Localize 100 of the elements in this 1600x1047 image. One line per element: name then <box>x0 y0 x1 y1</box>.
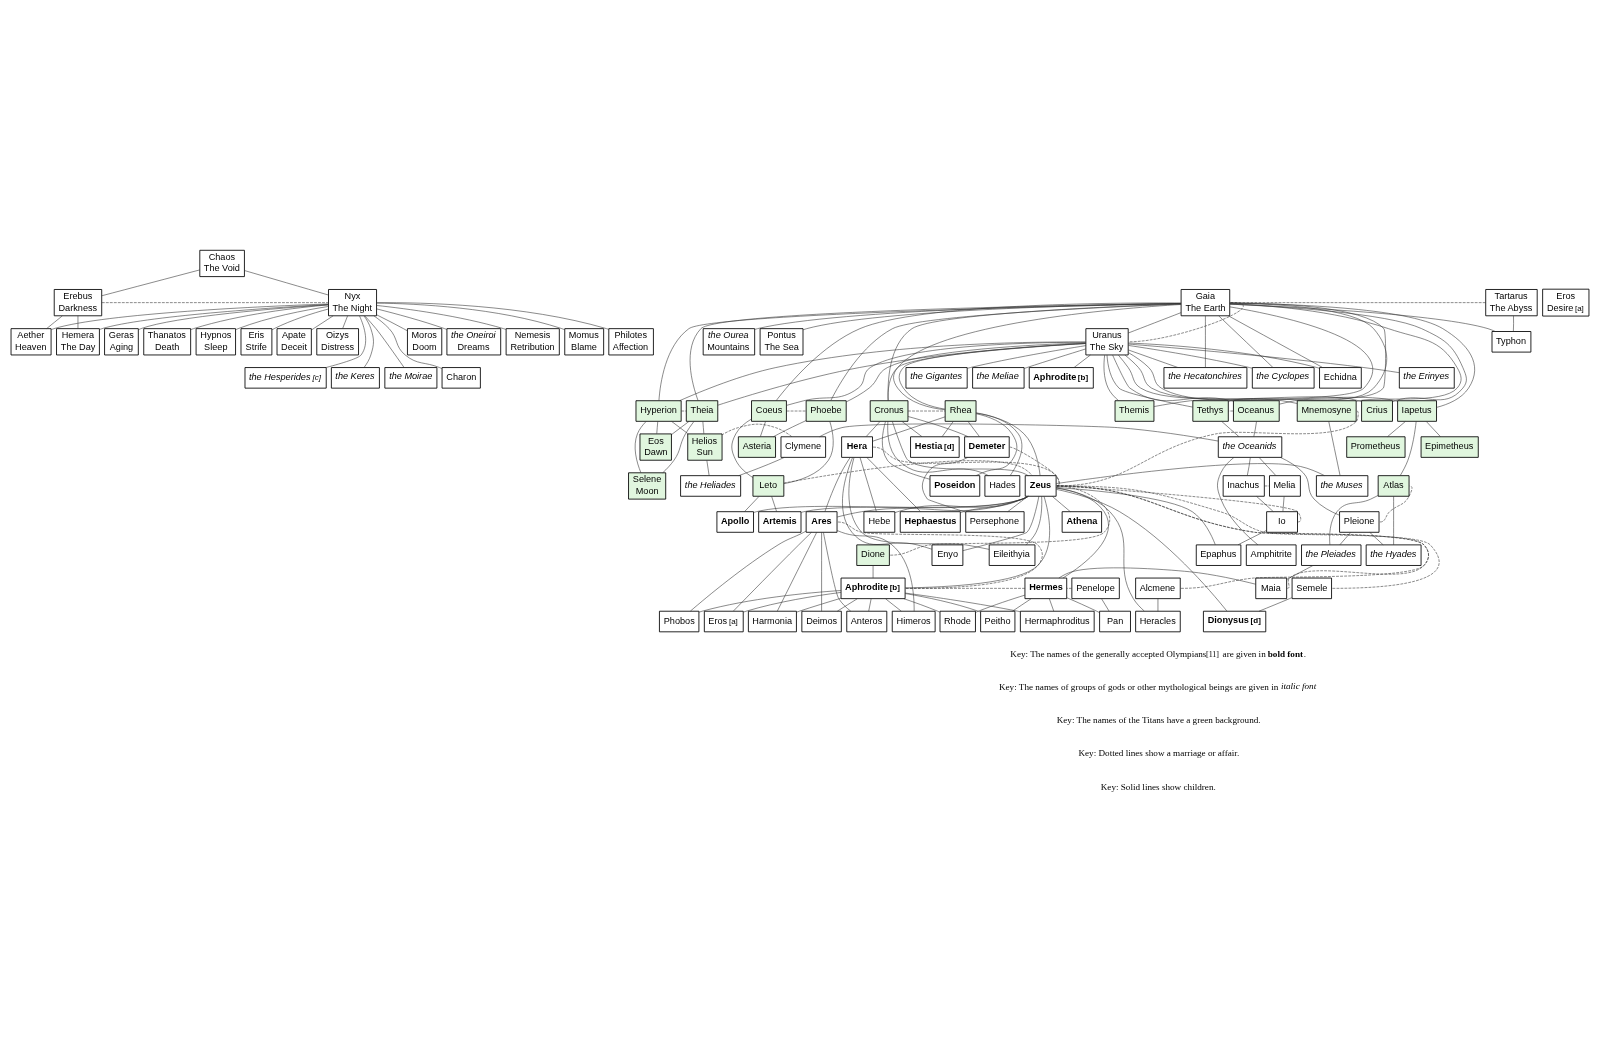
node-box: the Hecatonchires <box>1163 366 1248 389</box>
node-box: Pan <box>1099 610 1131 632</box>
connector <box>1282 495 1285 512</box>
connector <box>271 308 329 330</box>
connector <box>800 495 1029 513</box>
connector <box>904 592 1021 612</box>
node-box: Tartarus The Abyss <box>1485 288 1538 316</box>
connector <box>976 412 1041 476</box>
connector <box>1228 315 1323 368</box>
node-box: Zeus <box>1024 474 1057 497</box>
node-box: Penelope <box>1071 577 1120 599</box>
connector <box>1286 564 1314 580</box>
connector <box>681 410 687 411</box>
connector <box>904 592 981 612</box>
connector <box>1127 343 1400 373</box>
connector <box>907 410 946 411</box>
node-box: Coeus <box>751 399 787 422</box>
connector <box>1056 486 1216 545</box>
connector <box>796 597 842 612</box>
node-box: the Gigantes <box>905 366 968 389</box>
connector <box>1055 487 1145 611</box>
connector <box>887 342 1087 401</box>
connector <box>1253 420 1257 437</box>
connector <box>1128 344 1253 368</box>
node-box: Themis <box>1114 399 1155 422</box>
connector <box>1127 342 1320 368</box>
connector <box>190 304 329 330</box>
connector <box>1393 495 1394 545</box>
node-box: Clymene <box>780 435 827 458</box>
connector <box>1387 420 1406 437</box>
node-box: Epaphus <box>1195 543 1242 566</box>
connector <box>1339 531 1351 545</box>
node-box: the Heliades <box>680 474 742 497</box>
connector <box>783 459 1033 483</box>
connector <box>46 315 63 329</box>
connector <box>1157 597 1159 611</box>
connector <box>1056 487 1109 578</box>
connector <box>1369 531 1384 545</box>
node-box: Philotes Affection <box>608 327 654 355</box>
connector <box>1066 587 1073 589</box>
connector <box>872 564 874 578</box>
connector <box>1264 485 1270 486</box>
connector <box>894 495 1029 513</box>
connector <box>1258 456 1276 476</box>
node-box: the Hyades <box>1365 543 1422 566</box>
node-box: Oizys Distress <box>316 327 359 355</box>
node-box: Rhode <box>939 610 976 632</box>
connector <box>376 304 507 330</box>
node-box: Peitho <box>980 610 1016 632</box>
node-box: Momus Blame <box>564 327 605 355</box>
connector <box>868 597 872 611</box>
node-box: the Erinyes <box>1398 366 1455 389</box>
node-box: Amphitrite <box>1245 543 1297 566</box>
node-box: Heracles <box>1135 610 1181 632</box>
connector <box>1023 348 1087 369</box>
connector <box>1221 420 1240 437</box>
node-box: Alcmene <box>1135 577 1181 599</box>
node-box: Selene Moon <box>628 471 667 500</box>
connector <box>1056 410 1359 486</box>
connector <box>898 342 1087 409</box>
node-box: Mnemosyne <box>1296 399 1357 422</box>
connector <box>872 446 1060 486</box>
connector <box>836 597 858 611</box>
connector <box>773 419 807 437</box>
node-box: Apate Deceit <box>276 327 312 355</box>
connector <box>99 303 329 330</box>
connector <box>364 315 405 368</box>
node-box: Hebe <box>863 510 896 533</box>
connector <box>967 420 980 437</box>
connector <box>1426 420 1441 437</box>
connector <box>1055 488 1228 611</box>
connector <box>1128 351 1398 402</box>
connector <box>824 456 851 512</box>
node-box: Cronus <box>869 399 909 422</box>
node-box: Tethys <box>1192 399 1229 422</box>
connector <box>783 420 834 484</box>
connector <box>786 410 807 411</box>
connector <box>1218 315 1274 368</box>
node-box: Hades <box>984 474 1021 497</box>
connector <box>1217 456 1259 545</box>
node-box: the Muses <box>1315 474 1369 497</box>
connector <box>743 591 842 612</box>
node-box: Pontus The Sea <box>759 327 804 355</box>
node-box: Moros Doom <box>407 327 443 355</box>
connector <box>889 485 1110 555</box>
connector <box>101 301 329 303</box>
connector <box>1513 315 1514 332</box>
connector <box>342 315 348 329</box>
label: Key: The names of the generally accepted Olympians[11] are given in bold font. <box>1010 648 1307 659</box>
label: Key: The names of groups of gods or other mythological beings are given in italic font <box>998 680 1317 692</box>
connector <box>1379 485 1413 522</box>
connector <box>922 456 969 512</box>
connector <box>1127 311 1182 333</box>
node-box: Demeter <box>964 435 1010 458</box>
node-box: Theia <box>685 399 719 422</box>
node-box: Prometheus <box>1346 435 1406 458</box>
node-box: Gaia The Earth <box>1180 288 1231 316</box>
connector <box>363 315 374 368</box>
connector <box>656 420 659 434</box>
connector <box>698 589 842 612</box>
